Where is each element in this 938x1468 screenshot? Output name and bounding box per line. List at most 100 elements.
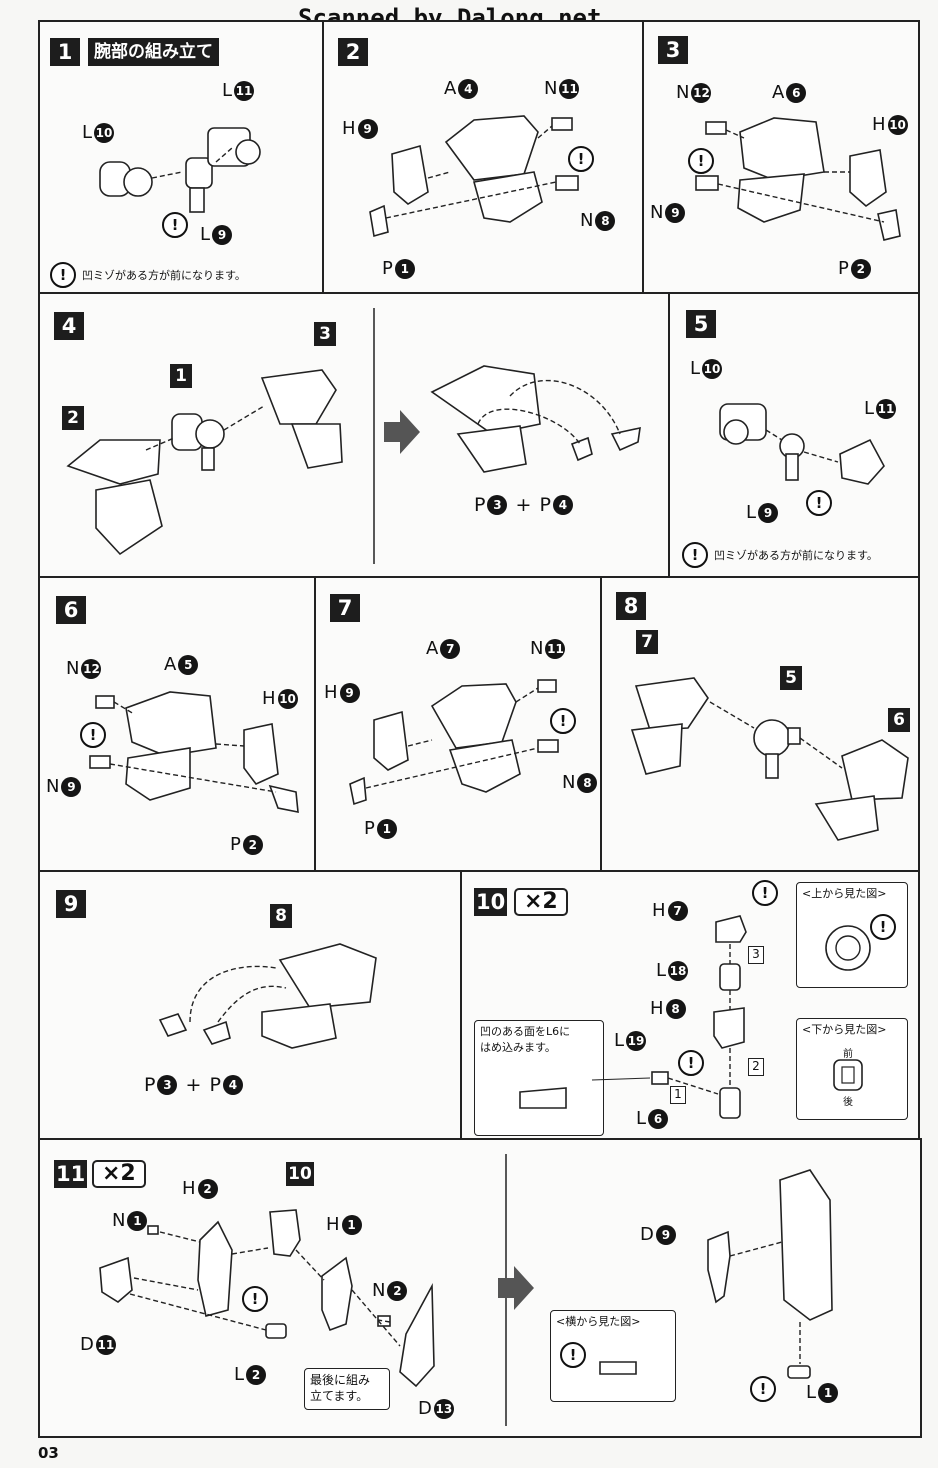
ref-step-1: 1 bbox=[170, 364, 192, 388]
caution-icon: ! bbox=[688, 148, 714, 174]
caution-icon: ! bbox=[750, 1376, 776, 1402]
caution-icon: ! bbox=[162, 212, 188, 238]
step-number: 1 bbox=[50, 38, 80, 66]
multiplier-badge: ×2 bbox=[514, 888, 568, 916]
ref-step-5: 5 bbox=[780, 666, 802, 690]
caution-icon: ! bbox=[678, 1050, 704, 1076]
step-11-diagram bbox=[99, 1154, 833, 1426]
ref-step-7: 7 bbox=[636, 630, 658, 654]
ref-step-2: 2 bbox=[62, 406, 84, 430]
caution-icon: ! bbox=[568, 146, 594, 172]
caution-icon: ! bbox=[870, 914, 896, 940]
multiplier-badge: ×2 bbox=[92, 1160, 146, 1188]
view-caption: <横から見た図> bbox=[556, 1315, 641, 1328]
step-10-diagram bbox=[519, 915, 871, 1119]
step-3-diagram bbox=[695, 117, 901, 241]
caution-icon: ! bbox=[560, 1342, 586, 1368]
step-1-diagram bbox=[99, 127, 261, 213]
front-label: 前 bbox=[843, 1049, 853, 1060]
front-note: !凹ミゾがある方が前になります。 bbox=[682, 542, 878, 568]
section-title: 腕部の組み立て bbox=[88, 38, 219, 66]
ref-step-8: 8 bbox=[270, 904, 292, 928]
order-label: 3 bbox=[748, 946, 764, 964]
step-number: 6 bbox=[56, 596, 86, 624]
back-label: 後 bbox=[843, 1097, 853, 1108]
step-5-diagram bbox=[719, 403, 885, 485]
view-caption: <上から見た図> bbox=[802, 887, 887, 900]
step-number: 10 bbox=[474, 888, 508, 916]
step-2-diagram bbox=[369, 115, 579, 238]
step-6-diagram bbox=[89, 691, 299, 813]
step-number: 7 bbox=[330, 594, 360, 622]
callout-text: 凹のある面をL6に はめ込みます。 bbox=[480, 1025, 571, 1054]
caution-icon: ! bbox=[806, 490, 832, 516]
step-number: 9 bbox=[56, 890, 86, 918]
step-8-panel: 8 7 5 6 bbox=[600, 576, 920, 872]
caution-icon: ! bbox=[752, 880, 778, 906]
step-number: 5 bbox=[686, 310, 716, 338]
callout-note: 凹のある面をL6に はめ込みます。 bbox=[474, 1020, 604, 1136]
order-label: 1 bbox=[670, 1086, 686, 1104]
ref-step-3: 3 bbox=[314, 322, 336, 346]
step-number: 4 bbox=[54, 312, 84, 340]
caution-icon: ! bbox=[550, 708, 576, 734]
bottom-view-box: <下から見た図> 前 後 bbox=[796, 1018, 908, 1120]
callout-note: 最後に組み 立てます。 bbox=[304, 1368, 390, 1410]
step-number: 3 bbox=[658, 36, 688, 64]
step-number: 8 bbox=[616, 592, 646, 620]
order-label: 2 bbox=[748, 1058, 764, 1076]
ref-step-10: 10 bbox=[286, 1162, 314, 1186]
step-number: 11 bbox=[54, 1160, 88, 1188]
front-note: !凹ミゾがある方が前になります。 bbox=[50, 262, 246, 288]
page-number: 03 bbox=[38, 1444, 59, 1462]
caution-icon: ! bbox=[242, 1286, 268, 1312]
ref-step-6: 6 bbox=[888, 708, 910, 732]
